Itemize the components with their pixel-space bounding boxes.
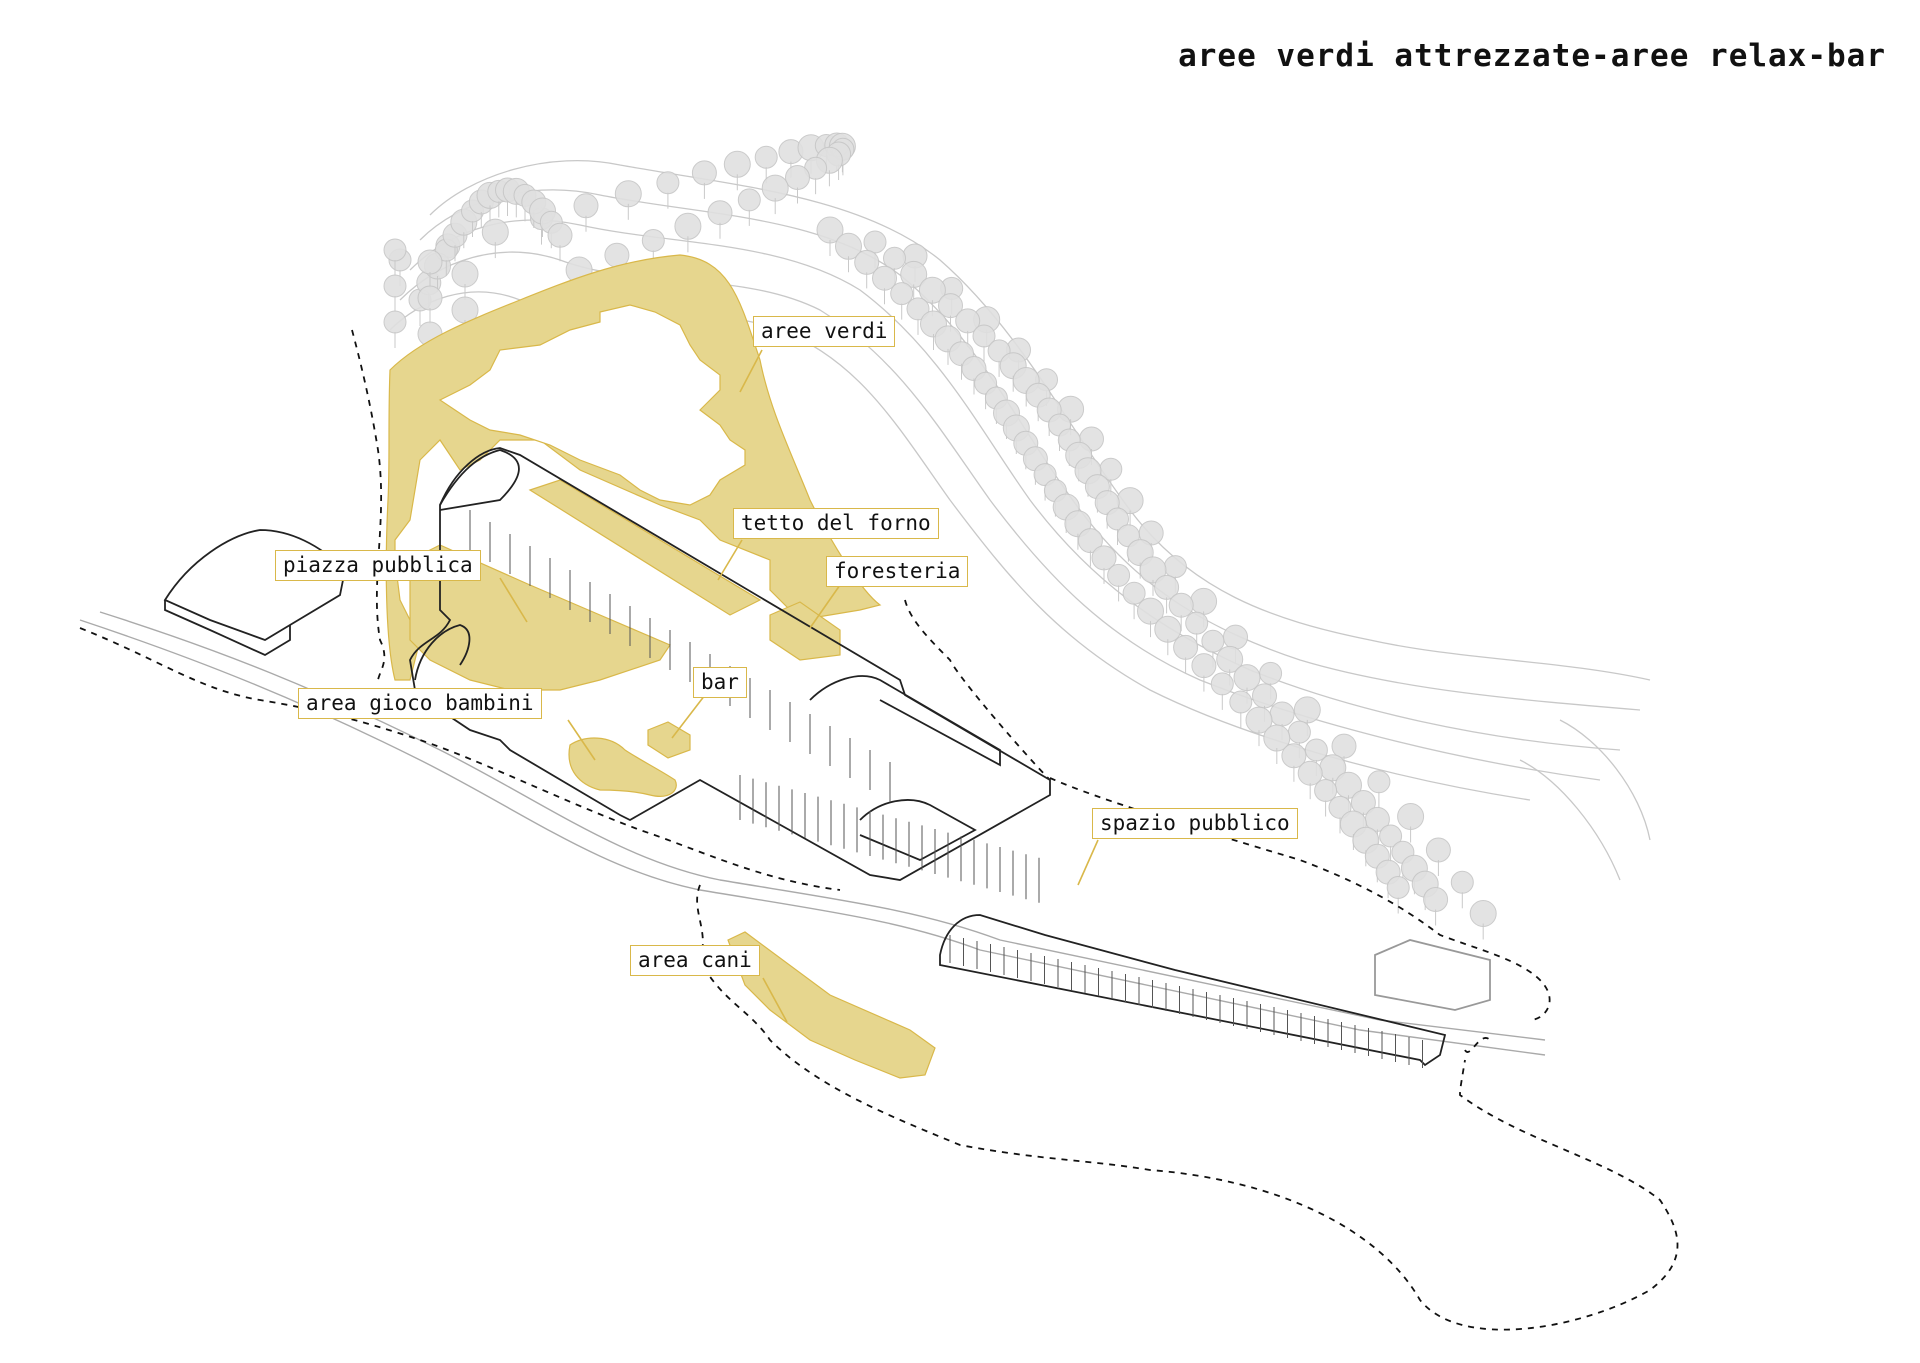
tree [761,174,789,202]
tree [641,229,665,252]
vault-roof-east [859,799,977,861]
tree [1154,615,1182,643]
left-pavilion [163,529,346,641]
tree [1173,634,1199,660]
tree [481,218,509,246]
tetto-del-forno-area [528,479,762,616]
tree [417,285,443,311]
label-area-gioco-bambini: area gioco bambini [298,688,542,719]
tree [451,260,479,288]
tree [1190,587,1218,615]
label-aree-verdi: aree verdi [753,316,896,347]
tree [1469,900,1497,927]
tree [707,200,733,226]
long-bottom-building [939,914,1447,1067]
tree [1163,555,1187,579]
tree [1293,696,1321,724]
label-piazza-pubblica: piazza pubblica [275,550,481,581]
leader-lines [499,349,1099,1023]
tree [1168,592,1194,618]
tree [1107,563,1131,587]
area-gioco-bambini-area [568,737,677,797]
label-foresteria: foresteria [826,556,969,587]
tree [1367,770,1391,794]
tree [1229,690,1253,714]
main-building-outline [409,447,1051,881]
label-area-cani: area cani [630,945,760,976]
tree [1252,683,1277,709]
tree [863,230,887,254]
tree [573,193,599,219]
tree [754,145,778,169]
tree [1269,701,1295,727]
barrel-roof-north [439,449,520,511]
tree [614,180,642,208]
tree [1397,803,1425,830]
tree [1210,672,1234,696]
area-cani-area [727,931,936,1079]
tree [1185,611,1209,635]
tree [1386,876,1410,899]
tree [1191,653,1217,679]
tree [785,165,810,190]
tree [1450,870,1474,894]
tree [1425,837,1451,863]
tree [1223,624,1248,650]
vault-roof-mid [809,675,1001,767]
tree [674,212,702,240]
tree [1423,887,1449,912]
tree [1331,733,1357,759]
label-spazio-pubblico: spazio pubblico [1092,808,1298,839]
tree [547,222,573,248]
page-title: aree verdi attrezzate-aree relax-bar [1178,38,1886,74]
tree [1201,629,1225,653]
tree [1259,661,1283,685]
tree [1287,720,1311,744]
tree [383,238,407,262]
label-bar: bar [693,667,747,698]
bar-block [647,721,691,759]
barrel-roof-south [414,624,471,681]
road-lines [79,611,1546,1056]
plan-cutout [438,304,746,506]
foresteria-block [769,601,841,661]
tree [383,310,407,334]
tree [383,274,407,298]
tree [656,171,680,195]
small-box-building [1374,939,1491,1011]
label-tetto-del-forno: tetto del forno [733,508,939,539]
tree [691,160,717,186]
tree [723,150,751,178]
tree-ring [383,132,1497,940]
tree [417,249,443,275]
tree [737,188,761,212]
site-boundary [79,329,1679,1331]
